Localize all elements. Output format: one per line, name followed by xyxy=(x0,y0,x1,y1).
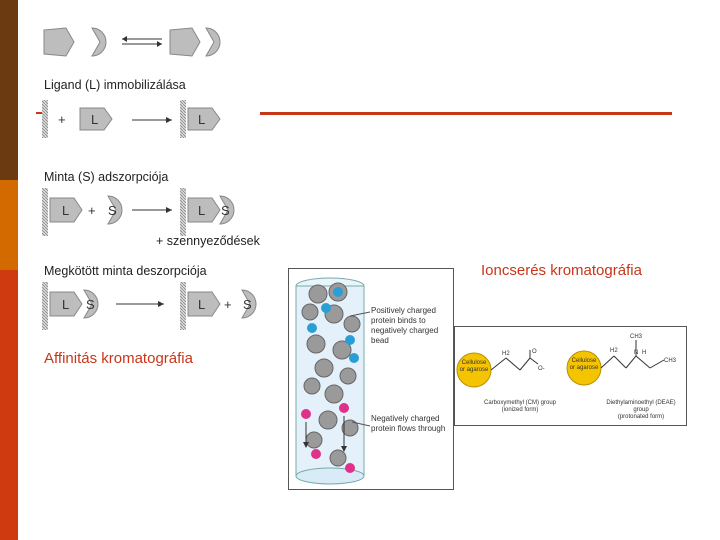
step3-label: Megkötött minta deszorpciója xyxy=(44,264,207,278)
decor-strip-bottom xyxy=(0,270,18,540)
title-underline xyxy=(260,112,672,115)
deae-group-label: Diethylaminoethyl (DEAE) group (protonat… xyxy=(598,400,684,421)
step-adsorption: L + S L S xyxy=(42,188,235,236)
svg-text:+: + xyxy=(88,203,96,218)
pointer-line-negative xyxy=(351,421,371,427)
svg-text:L: L xyxy=(198,203,205,218)
svg-text:N: N xyxy=(634,350,638,356)
ion-exchange-column-figure xyxy=(288,268,454,490)
svg-text:L: L xyxy=(62,297,69,312)
svg-text:CH3: CH3 xyxy=(664,358,677,364)
deae-bead-label: Cellulose or agarose xyxy=(569,358,599,371)
binding-equilibrium xyxy=(43,27,221,57)
cm-group-name: Carboxymethyl (CM) group xyxy=(483,400,557,406)
step2-impurities-note: + szennyeződések xyxy=(156,234,260,248)
svg-text:L: L xyxy=(198,112,205,127)
cm-bead-label: Cellulose or agarose xyxy=(459,360,489,373)
decor-strip-top xyxy=(0,0,18,180)
step-desorption: L S L + S xyxy=(42,282,257,330)
step1-label: Ligand (L) immobilizálása xyxy=(44,78,186,92)
cm-group-label: Carboxymethyl (CM) group (ionized form) xyxy=(480,400,560,414)
beads xyxy=(301,282,361,467)
pointer-line-positive xyxy=(349,311,371,317)
step2-label: Minta (S) adszorpciója xyxy=(44,170,169,184)
svg-text:H: H xyxy=(642,350,646,356)
svg-text:S: S xyxy=(221,203,230,218)
cm-group-state: (ionized form) xyxy=(501,407,539,413)
deae-group-state: (protonated form) xyxy=(617,414,665,420)
deae-group-name: Diethylaminoethyl (DEAE) group xyxy=(606,400,676,413)
step-immobilization: + L L xyxy=(42,100,221,138)
svg-text:O-: O- xyxy=(538,366,545,372)
flow-arrows xyxy=(303,416,347,452)
svg-text:CH3: CH3 xyxy=(630,334,643,340)
svg-text:+: + xyxy=(58,112,66,127)
svg-text:+: + xyxy=(224,297,232,312)
svg-text:L: L xyxy=(91,112,98,127)
positive-proteins xyxy=(307,287,359,363)
positive-bind-label: Positively charged protein binds to nega… xyxy=(371,306,439,345)
affinity-title: Affinitás kromatográfia xyxy=(44,350,193,367)
affinity-diagram: + L L L + S L S L S L + S xyxy=(42,27,257,330)
svg-text:H2: H2 xyxy=(502,351,510,357)
ion-exchange-resin-figure: H2 O O- H2 N H CH3 CH3 xyxy=(454,326,687,426)
svg-text:S: S xyxy=(86,297,95,312)
negative-proteins xyxy=(301,403,355,473)
svg-text:L: L xyxy=(198,297,205,312)
svg-text:H2: H2 xyxy=(610,348,618,354)
svg-text:O: O xyxy=(532,349,537,355)
negative-flow-label: Negatively charged protein flows through xyxy=(371,414,446,433)
decor-strip-middle xyxy=(0,180,18,270)
svg-text:S: S xyxy=(243,297,252,312)
ion-exchange-title: Ioncserés kromatográfia xyxy=(481,262,642,279)
svg-text:S: S xyxy=(108,203,117,218)
svg-text:L: L xyxy=(62,203,69,218)
